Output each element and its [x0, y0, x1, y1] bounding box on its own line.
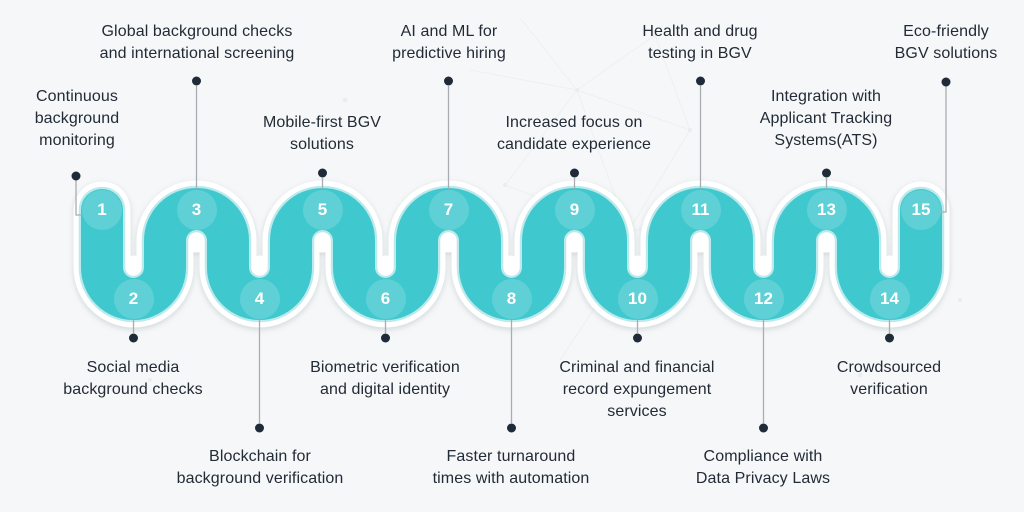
- step-9-label: Increased focus on candidate experience: [496, 114, 652, 153]
- connector-dot-8: [507, 423, 516, 433]
- step-2-marker: 2: [113, 279, 154, 319]
- connector-dot-10: [633, 333, 642, 343]
- step-15-number: 15: [911, 200, 931, 219]
- connector-dot-13: [822, 168, 831, 178]
- step-9-marker: 9: [554, 190, 595, 230]
- step-5-number: 5: [317, 200, 328, 219]
- step-8-number: 8: [506, 289, 517, 308]
- step-2-label: Social media background checks: [63, 359, 203, 398]
- connector-line-1: [75, 180, 82, 216]
- step-13-marker: 13: [806, 190, 847, 230]
- step-1-marker: 1: [82, 190, 122, 230]
- step-6-number: 6: [380, 289, 391, 308]
- step-7-label: AI and ML for predictive hiring: [392, 23, 506, 62]
- connector-dots: [71, 76, 951, 433]
- connector-dot-7: [444, 76, 453, 86]
- step-7-number: 7: [443, 200, 454, 219]
- connector-dot-5: [318, 168, 327, 178]
- step-3-marker: 3: [176, 190, 217, 230]
- step-8-label: Faster turnaround times with automation: [432, 448, 590, 487]
- step-6-label: Biometric verification and digital ident…: [310, 359, 460, 398]
- step-8-marker: 8: [491, 279, 532, 319]
- step-11-number: 11: [691, 200, 710, 219]
- step-1-label: Continuous background monitoring: [34, 88, 120, 149]
- step-14-number: 14: [880, 289, 899, 308]
- connector-dot-14: [885, 333, 894, 343]
- step-7-marker: 7: [428, 190, 469, 230]
- step-3-label: Global background checks and internation…: [99, 23, 295, 62]
- connector-line-15: [940, 86, 947, 213]
- step-14-label: Crowdsourced verification: [836, 359, 942, 398]
- step-2-number: 2: [128, 289, 139, 308]
- step-3-number: 3: [191, 200, 202, 219]
- step-4-marker: 4: [239, 279, 280, 319]
- step-5-marker: 5: [302, 190, 343, 230]
- step-11-marker: 11: [680, 190, 721, 230]
- connector-dot-1: [71, 171, 81, 181]
- step-13-number: 13: [817, 200, 836, 219]
- connector-dot-12: [759, 423, 768, 433]
- connector-dot-15: [941, 77, 951, 87]
- step-9-number: 9: [569, 200, 580, 219]
- step-11-label: Health and drug testing in BGV: [642, 23, 758, 62]
- step-12-number: 12: [754, 289, 773, 308]
- step-14-marker: 14: [869, 279, 910, 319]
- step-5-label: Mobile-first BGV solutions: [262, 114, 382, 153]
- step-10-label: Criminal and financial record expungemen…: [559, 359, 715, 420]
- step-12-label: Compliance with Data Privacy Laws: [695, 448, 831, 487]
- connector-dot-2: [129, 333, 138, 343]
- step-6-marker: 6: [365, 279, 406, 319]
- connector-dot-9: [570, 168, 579, 178]
- connector-dot-6: [381, 333, 390, 343]
- step-10-number: 10: [628, 289, 647, 308]
- step-12-marker: 12: [743, 279, 784, 319]
- step-15-marker: 15: [901, 190, 941, 230]
- step-15-label: Eco-friendly BGV solutions: [894, 23, 998, 62]
- step-4-label: Blockchain for background verification: [176, 448, 344, 487]
- connector-dot-4: [255, 423, 264, 433]
- step-13-label: Integration with Applicant Tracking Syst…: [759, 88, 893, 149]
- step-10-marker: 10: [617, 279, 658, 319]
- step-1-number: 1: [97, 200, 107, 219]
- timeline-ribbon: [102, 209, 921, 299]
- connector-dot-3: [192, 76, 201, 86]
- connector-lines: [75, 86, 947, 423]
- connector-dot-11: [696, 76, 705, 86]
- step-4-number: 4: [254, 289, 265, 308]
